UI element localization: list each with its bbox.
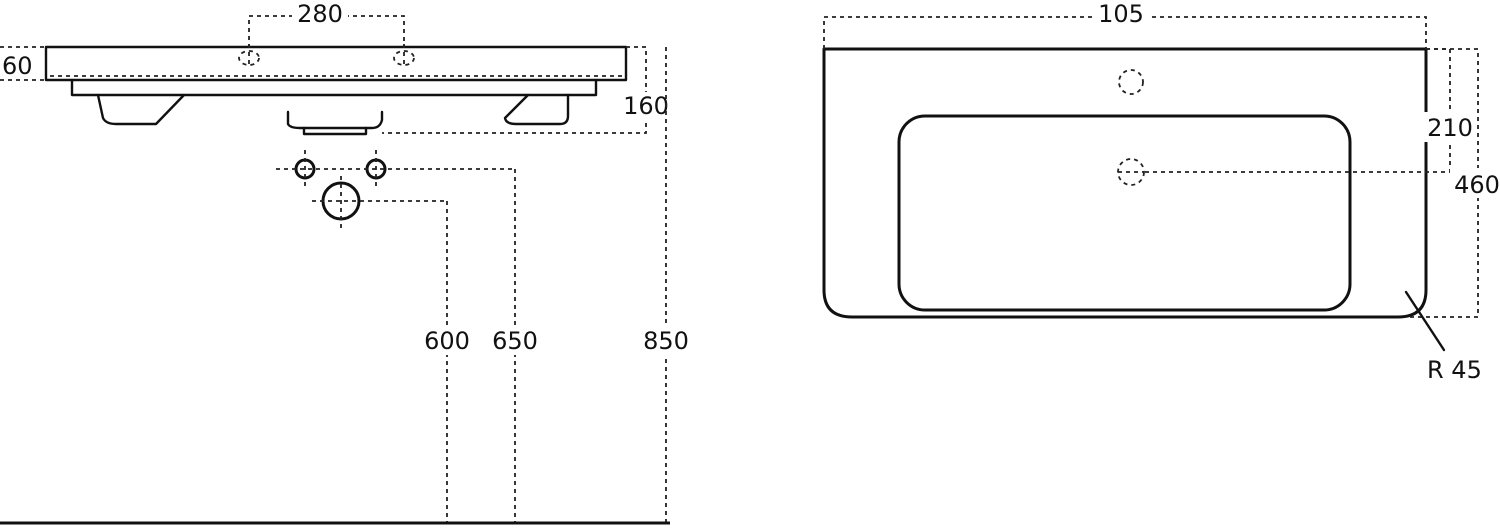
dim-width: 105 [1098,0,1144,28]
dim-bowl-depth-line [382,46,647,134]
basin-underside [70,78,598,97]
dim-tap-spacing: 280 [297,0,343,28]
dim-tap-offset: 210 [1427,114,1473,142]
dim-bowl-depth: 160 [623,92,669,120]
basin-outline [822,47,1428,319]
waste-housing [286,110,384,130]
basin-bowl-left [96,93,186,126]
side-view: 280 60 160 600 650 [0,0,694,525]
basin-top-slab [44,45,628,82]
tap-hole-icon [1118,69,1144,95]
dim-corner-radius: R 45 [1427,356,1482,384]
dim-width-line [823,16,1427,49]
top-view: 105 210 460 R 45 [822,0,1500,384]
tap-connector-right-icon [365,150,387,190]
basin-bowl [897,114,1352,312]
drain-icon [1117,158,1145,186]
dim-total-height: 850 [643,327,689,355]
dim-depth: 460 [1454,171,1500,199]
dim-tap-height: 650 [492,327,538,355]
basin-bowl-right [503,93,570,126]
radius-leader [1404,290,1446,352]
waste-outlet [302,126,368,136]
waste-pipe-icon [312,176,447,232]
dim-tap-offset-line [1144,48,1451,173]
tap-connector-left-icon [294,150,316,190]
dim-rim-height: 60 [2,52,33,80]
dim-waste-height: 600 [424,327,470,355]
dim-tap-spacing-line [248,15,405,48]
